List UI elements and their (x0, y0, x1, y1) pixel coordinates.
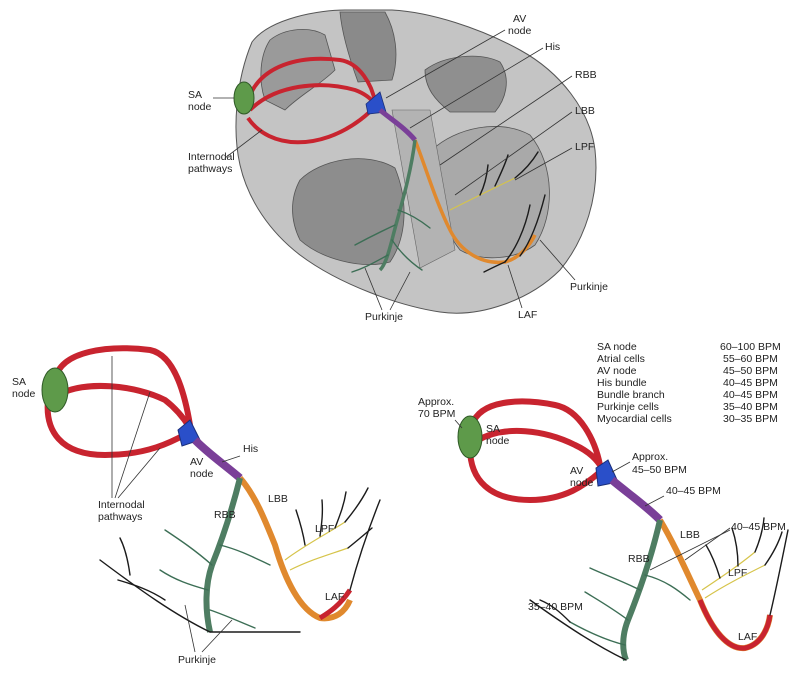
label-purkinje-rate: 35–40 BPM (528, 601, 583, 613)
label-av-node: AV (190, 456, 203, 468)
internodal-pathway (48, 400, 190, 455)
rate-site: His bundle (597, 377, 647, 389)
purkinje-fiber (100, 560, 210, 632)
purkinje-fiber (165, 530, 212, 565)
left-anterior-fascicle (700, 600, 770, 648)
rate-site: SA node (597, 341, 637, 353)
purkinje-fiber (350, 500, 380, 590)
right-bundle-branch (206, 478, 240, 632)
label-lbb: LBB (268, 493, 288, 505)
rate-value: 40–45 BPM (723, 389, 778, 401)
left-posterior-fascicle (290, 548, 348, 570)
label-sa-node: node (12, 388, 36, 400)
rate-value: 45–50 BPM (723, 365, 778, 377)
label-av-node: node (190, 468, 214, 480)
label-sa-node: SA (486, 423, 500, 435)
label-his: His (545, 41, 560, 53)
label-rbb: RBB (628, 553, 650, 565)
label-av-node: node (508, 25, 532, 37)
purkinje-fiber (732, 528, 738, 566)
rate-value: 60–100 BPM (720, 341, 781, 353)
label-lpf: LPF (315, 523, 334, 535)
rate-value: 30–35 BPM (723, 413, 778, 425)
label-lpf: LPF (728, 567, 747, 579)
label-purkinje: Purkinje (178, 654, 216, 666)
sa-node (42, 368, 68, 412)
intrinsic-rate-table: SA node 60–100 BPM Atrial cells 55–60 BP… (597, 341, 781, 425)
rate-site: Purkinje cells (597, 401, 659, 413)
label-purkinje-bottom: Purkinje (365, 311, 403, 323)
rate-site: AV node (597, 365, 637, 377)
label-lpf: LPF (575, 141, 594, 153)
purkinje-fiber (706, 545, 720, 578)
label-sa-node: SA (12, 376, 26, 388)
his-bundle (612, 480, 660, 520)
purkinje-fiber (770, 530, 788, 615)
top-heart-diagram: SA node Internodal pathways AV node His … (188, 10, 608, 323)
label-internodal: pathways (98, 511, 142, 523)
label-sa-node: SA (188, 89, 202, 101)
rate-site: Bundle branch (597, 389, 665, 401)
label-av-node: AV (570, 465, 583, 477)
purkinje-fiber (160, 570, 208, 590)
purkinje-fiber (585, 592, 628, 620)
label-laf: LAF (738, 631, 757, 643)
label-his-rate: 40–45 BPM (666, 485, 721, 497)
label-lbb: LBB (680, 529, 700, 541)
purkinje-fiber (120, 538, 130, 575)
rate-site: Atrial cells (597, 353, 645, 365)
label-approx-sa: Approx. (418, 396, 454, 408)
label-approx-av: 45–50 BPM (632, 464, 687, 476)
rate-value: 35–40 BPM (723, 401, 778, 413)
purkinje-fiber (345, 488, 368, 522)
rate-site: Myocardial cells (597, 413, 672, 425)
purkinje-fiber (210, 610, 255, 628)
label-purkinje-right: Purkinje (570, 281, 608, 293)
label-av-node: AV (513, 13, 526, 25)
purkinje-fiber (645, 575, 690, 600)
right-conduction-diagram: SA node 60–100 BPM Atrial cells 55–60 BP… (418, 341, 788, 660)
label-sa-node: node (188, 101, 212, 113)
right-bundle-branch (623, 520, 660, 660)
label-laf: LAF (325, 591, 344, 603)
sa-node (458, 416, 482, 458)
label-sa-node: node (486, 435, 510, 447)
purkinje-fiber (590, 568, 640, 590)
label-approx-sa: 70 BPM (418, 408, 455, 420)
rate-value: 55–60 BPM (723, 353, 778, 365)
left-conduction-diagram: SA node AV node His Internodal pathways … (12, 348, 380, 666)
internodal-pathway (58, 386, 190, 428)
label-laf: LAF (518, 309, 537, 321)
label-av-node: node (570, 477, 594, 489)
label-his: His (243, 443, 258, 455)
purkinje-fiber (220, 545, 270, 565)
label-internodal: Internodal (98, 499, 145, 511)
label-branch-rate: 40–45 BPM (731, 521, 786, 533)
purkinje-fiber (296, 510, 305, 545)
rate-value: 40–45 BPM (723, 377, 778, 389)
label-internodal: pathways (188, 163, 232, 175)
label-approx-av: Approx. (632, 451, 668, 463)
label-rbb: RBB (214, 509, 236, 521)
label-internodal: Internodal (188, 151, 235, 163)
label-rbb: RBB (575, 69, 597, 81)
purkinje-fiber (765, 532, 782, 565)
sa-node (234, 82, 254, 114)
label-lbb: LBB (575, 105, 595, 117)
